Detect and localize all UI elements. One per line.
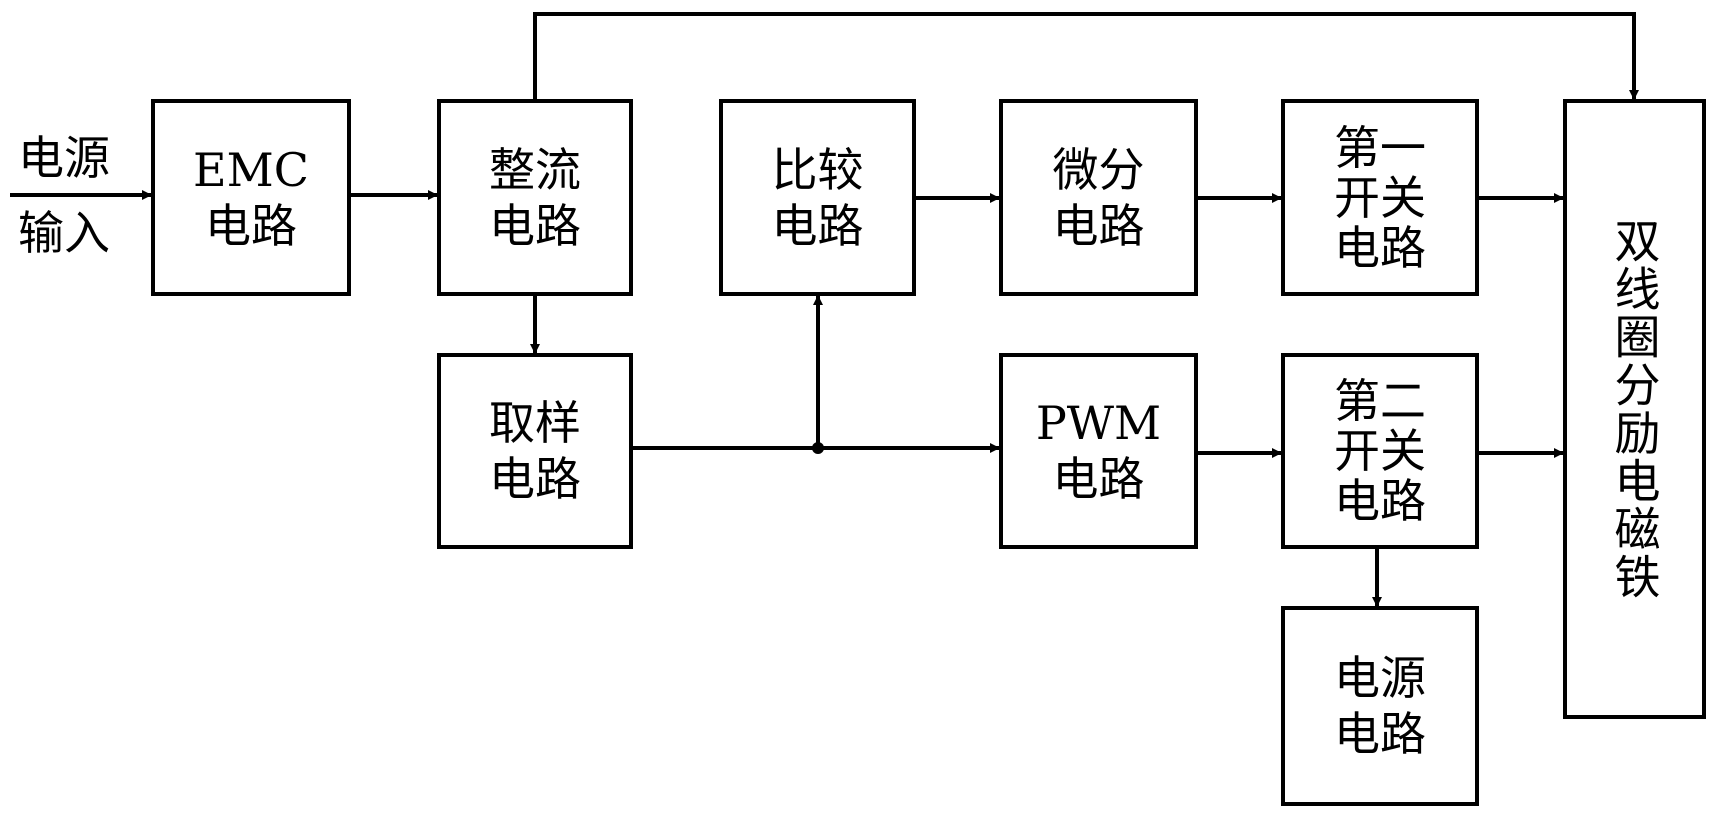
block-pwm: PWM 电路: [999, 353, 1198, 549]
block-switch2: 第二 开关 电路: [1281, 353, 1479, 549]
block-switch2-label: 第二 开关 电路: [1334, 374, 1426, 528]
block-power-supply-label: 电源 电路: [1334, 651, 1426, 761]
arrow-rectifier-coil: [533, 12, 1639, 100]
block-differentiator: 微分 电路: [999, 99, 1198, 296]
block-switch1-label: 第一 开关 电路: [1334, 120, 1426, 275]
block-comparator: 比较 电路: [719, 99, 916, 296]
block-comparator-label: 比较 电路: [771, 142, 864, 253]
input-label-top: 电源: [18, 131, 110, 185]
block-rectifier: 整流 电路: [437, 99, 633, 296]
block-sampling-label: 取样 电路: [489, 396, 581, 506]
block-differentiator-label: 微分 电路: [1052, 142, 1145, 253]
block-emc-label: EMC 电路: [193, 142, 309, 253]
input-label-bottom: 输入: [18, 206, 110, 260]
junction-dot: [812, 442, 824, 454]
block-coil-magnet: 双线圈分励电磁铁: [1563, 99, 1706, 719]
block-rectifier-label: 整流 电路: [489, 142, 581, 253]
block-power-supply: 电源 电路: [1281, 606, 1479, 806]
block-emc: EMC 电路: [151, 99, 351, 296]
block-sampling: 取样 电路: [437, 353, 633, 549]
block-pwm-label: PWM 电路: [1035, 396, 1162, 506]
block-switch1: 第一 开关 电路: [1281, 99, 1479, 296]
block-coil-magnet-label: 双线圈分励电磁铁: [1607, 217, 1662, 601]
